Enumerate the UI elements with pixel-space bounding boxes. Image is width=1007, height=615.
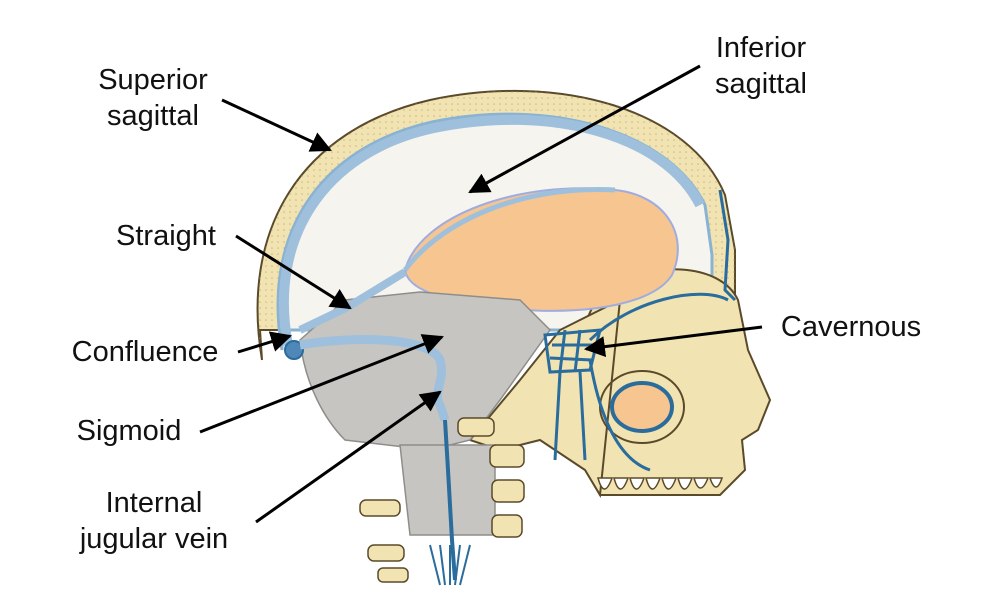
inferior-sagittal-sinus [402,187,616,272]
label-confluence: Confluence [71,336,219,368]
tentorium-region [299,291,551,451]
internal-jugular-vein [443,419,457,581]
cervical-vertebrae [359,417,525,583]
cavernous-sinus [543,189,737,472]
label-cavernous: Cavernous [780,311,922,343]
superior-sagittal-sinus [278,114,705,346]
label-superior-sagittal: Superior sagittal [98,64,208,132]
leader-inferior-sagittal [468,64,701,194]
leader-cavernous [583,325,763,358]
leader-confluence [237,331,293,354]
leader-superior-sagittal [221,98,332,152]
label-sigmoid: Sigmoid [76,415,182,447]
upper-teeth [597,477,724,490]
leader-internal-jugular [255,390,442,524]
label-straight: Straight [116,220,216,252]
jugular-plexus [429,544,471,586]
leader-lines [199,64,763,524]
orbit [610,381,674,433]
leader-sigmoid [199,334,444,434]
leader-straight [235,234,352,310]
label-internal-jugular-vein: Internal jugular vein [79,487,229,555]
label-inferior-sagittal: Inferior sagittal [715,32,807,100]
